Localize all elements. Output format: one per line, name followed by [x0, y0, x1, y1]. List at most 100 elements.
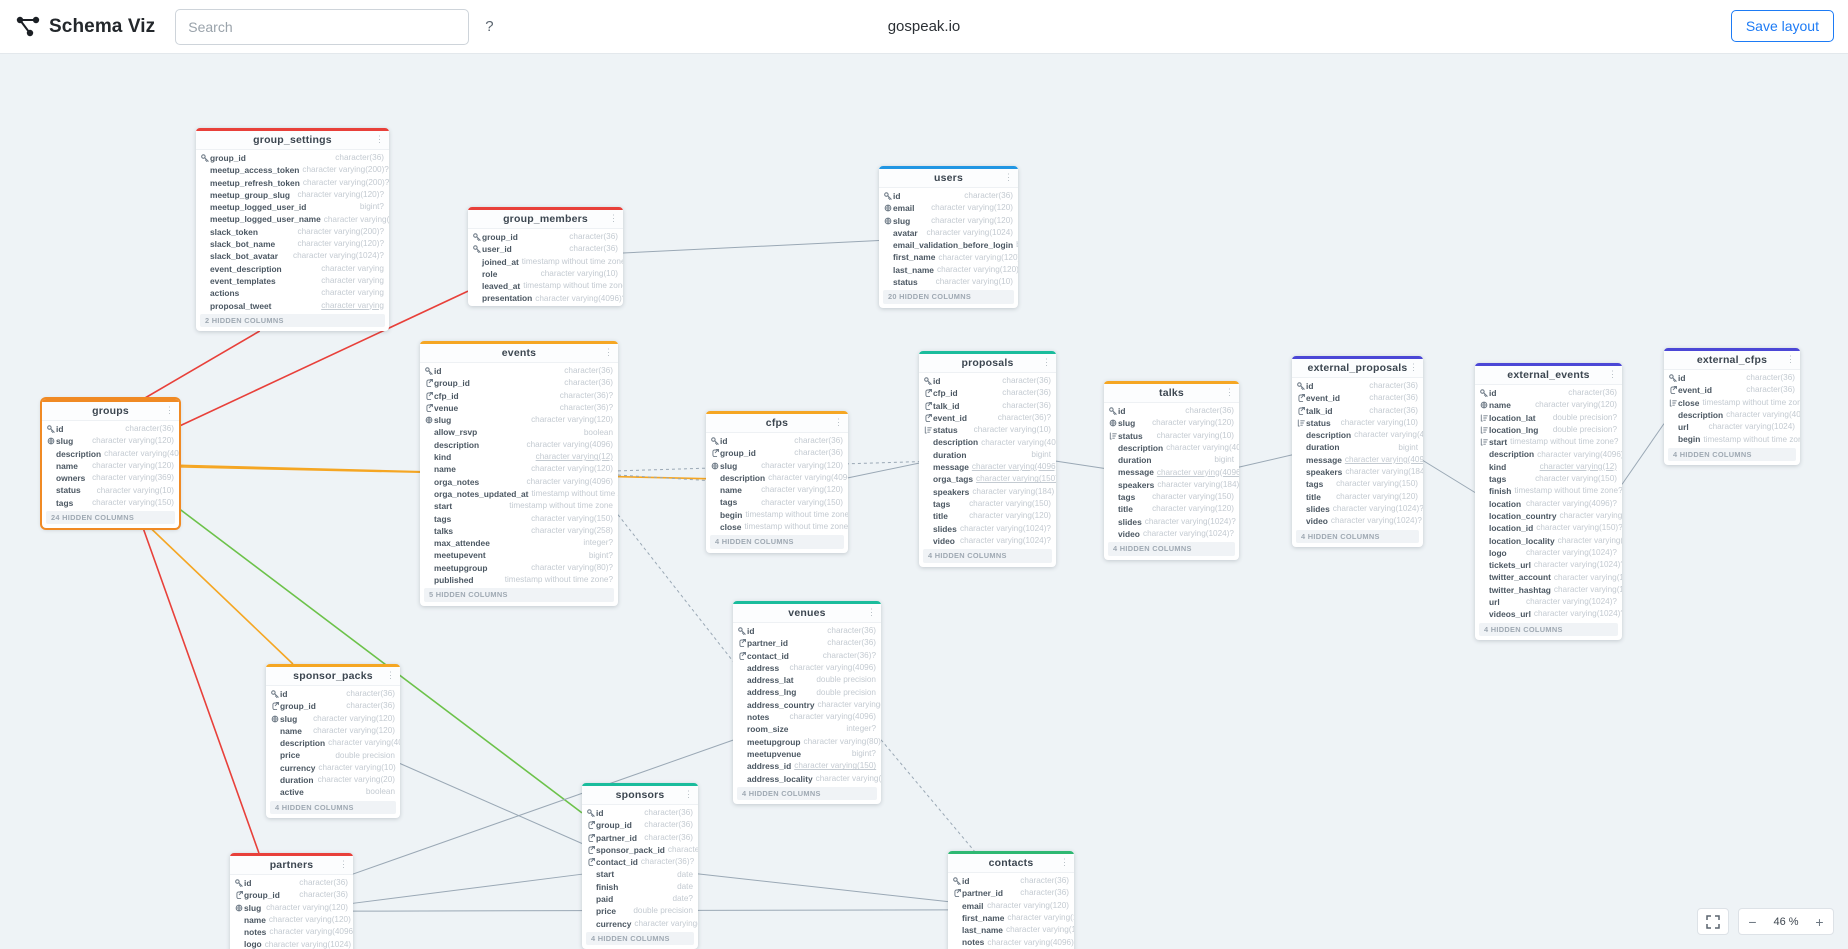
table-menu-icon[interactable]: ⋮ — [1004, 172, 1013, 182]
table-menu-icon[interactable]: ⋮ — [609, 213, 618, 223]
hidden-columns-badge[interactable]: 4 HIDDEN COLUMNS — [1479, 622, 1618, 637]
hidden-columns-badge[interactable]: 20 HIDDEN COLUMNS — [883, 290, 1014, 304]
table-menu-icon[interactable]: ⋮ — [1409, 362, 1418, 372]
table-header[interactable]: external_events⋮ — [1475, 366, 1622, 385]
hidden-columns-badge[interactable]: 4 HIDDEN COLUMNS — [586, 931, 694, 946]
table-header[interactable]: sponsors⋮ — [582, 786, 698, 805]
table-menu-icon[interactable]: ⋮ — [386, 670, 395, 680]
table-menu-icon[interactable]: ⋮ — [1608, 369, 1617, 379]
table-menu-icon[interactable]: ⋮ — [604, 347, 613, 357]
table-menu-icon[interactable]: ⋮ — [1225, 387, 1234, 397]
hidden-columns-badge[interactable]: 24 HIDDEN COLUMNS — [46, 511, 175, 525]
table-header[interactable]: events⋮ — [420, 344, 618, 363]
table-menu-icon[interactable]: ⋮ — [165, 405, 174, 415]
table-header[interactable]: talks⋮ — [1104, 384, 1239, 403]
fit-to-screen-icon[interactable] — [1697, 908, 1729, 935]
table-header[interactable]: external_cfps⋮ — [1664, 351, 1800, 370]
table-menu-icon[interactable]: ⋮ — [1786, 354, 1795, 364]
table-header[interactable]: cfps⋮ — [706, 414, 848, 433]
table-menu-icon[interactable]: ⋮ — [834, 417, 843, 427]
table-header[interactable]: external_proposals⋮ — [1292, 359, 1423, 378]
column-row[interactable]: email_validation_before_loginboolean — [879, 239, 1018, 251]
hidden-columns-badge[interactable]: 5 HIDDEN COLUMNS — [424, 588, 614, 602]
search-input[interactable] — [175, 8, 470, 45]
